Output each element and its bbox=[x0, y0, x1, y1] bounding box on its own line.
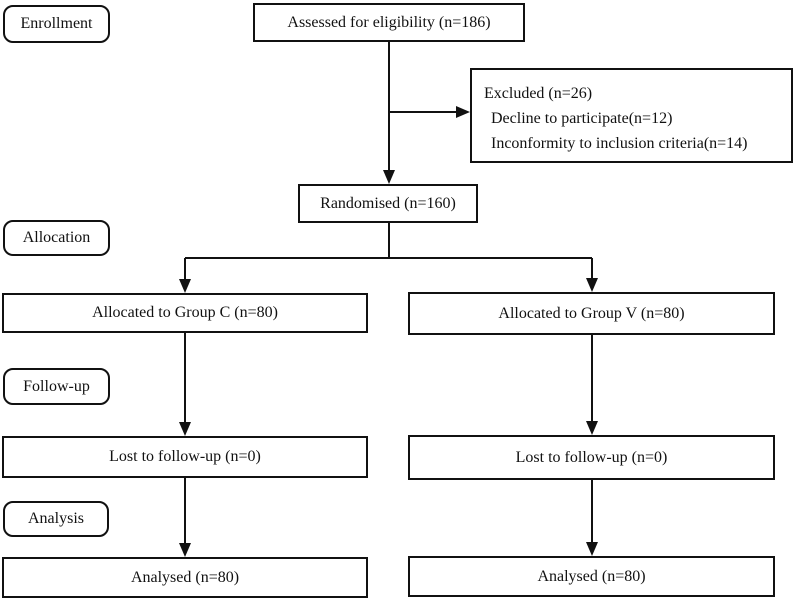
arrowhead-randomised bbox=[383, 170, 395, 184]
arrowhead-excluded bbox=[456, 106, 470, 118]
allocated-group-c-box: Allocated to Group C (n=80) bbox=[2, 293, 368, 333]
excluded-box: Excluded (n=26) Decline to participate(n… bbox=[470, 68, 793, 163]
arrowhead-lost-c bbox=[179, 422, 191, 436]
excluded-reason-decline: Decline to participate(n=12) bbox=[491, 110, 673, 127]
excluded-title: Excluded (n=26) bbox=[484, 85, 593, 102]
arrowhead-allocated-c bbox=[179, 279, 191, 293]
lost-follow-up-group-c-box: Lost to follow-up (n=0) bbox=[2, 436, 368, 478]
stage-label-enrollment: Enrollment bbox=[3, 5, 110, 43]
analysed-group-v-box: Analysed (n=80) bbox=[408, 556, 775, 597]
stage-label-analysis: Analysis bbox=[3, 501, 109, 537]
arrowhead-analysed-v bbox=[586, 542, 598, 556]
assessed-eligibility-box: Assessed for eligibility (n=186) bbox=[253, 3, 525, 42]
arrowhead-lost-v bbox=[586, 421, 598, 435]
allocated-group-v-box: Allocated to Group V (n=80) bbox=[408, 292, 775, 335]
lost-follow-up-group-v-box: Lost to follow-up (n=0) bbox=[408, 435, 775, 480]
arrowhead-analysed-c bbox=[179, 543, 191, 557]
stage-label-allocation: Allocation bbox=[3, 220, 110, 256]
arrowhead-allocated-v bbox=[586, 278, 598, 292]
randomised-box: Randomised (n=160) bbox=[298, 184, 478, 223]
excluded-reason-inconformity: Inconformity to inclusion criteria(n=14) bbox=[491, 135, 748, 152]
stage-label-follow-up: Follow-up bbox=[3, 368, 110, 405]
arrow-randomised-split bbox=[185, 223, 592, 259]
analysed-group-c-box: Analysed (n=80) bbox=[2, 557, 368, 598]
